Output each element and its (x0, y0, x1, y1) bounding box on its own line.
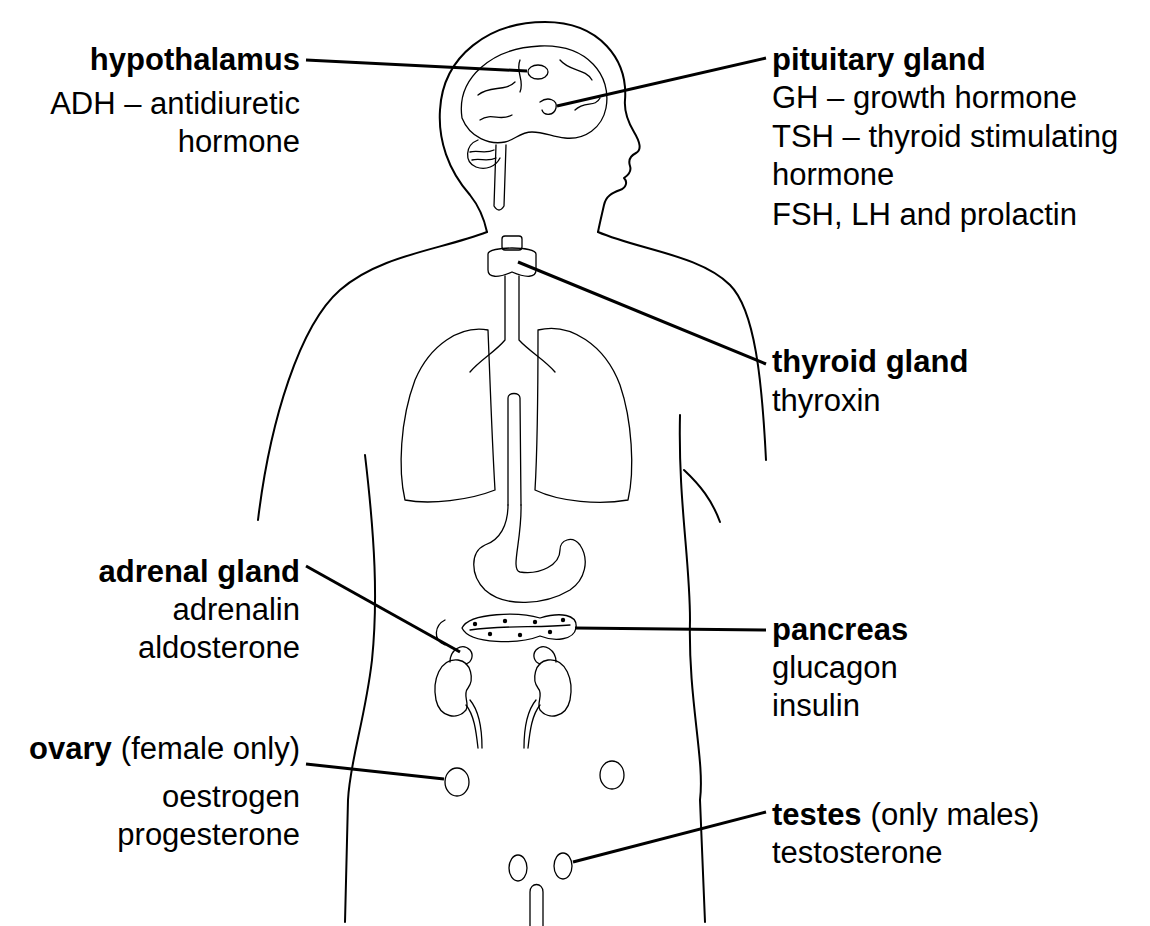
gland-name: pancreas (772, 611, 908, 649)
gland-name: ovary (29, 730, 112, 768)
ureter (466, 700, 482, 748)
pancreas-dot (518, 633, 522, 637)
hormone-name: progesterone (117, 816, 300, 854)
stomach (474, 505, 585, 602)
pancreas-dot (503, 619, 507, 623)
hormone-name: testosterone (772, 834, 943, 872)
gland-name: hypothalamus (90, 41, 300, 79)
kidney (435, 660, 471, 716)
arm-outline (684, 470, 720, 522)
thyroid-organ (488, 248, 536, 276)
leader-line (575, 628, 766, 630)
hormone-name: oestrogen (162, 778, 300, 816)
gland-name: testes (772, 796, 862, 834)
hypothalamus-organ (528, 65, 548, 79)
gland-name: thyroid gland (772, 343, 968, 381)
leader-line (306, 566, 460, 652)
ovary-organ (445, 768, 469, 796)
lung (401, 329, 495, 502)
testis-organ (554, 853, 572, 879)
torso-outline (680, 415, 705, 922)
testis-organ (509, 855, 527, 881)
trachea (470, 276, 555, 372)
hormone-name: GH – growth hormone (772, 79, 1077, 117)
spinal-cord (494, 145, 506, 210)
gland-name: adrenal gland (98, 553, 300, 591)
hormone-name: insulin (772, 687, 860, 725)
gland-name: pituitary gland (772, 41, 986, 79)
adrenal-organ (534, 647, 556, 664)
leader-line (573, 812, 766, 862)
ovary-organ (600, 761, 624, 789)
torso-outline (345, 455, 375, 922)
hormone-name: thyroxin (772, 382, 881, 420)
hormone-name: TSH – thyroid stimulating hormone (772, 118, 1140, 194)
pancreas-dot (488, 632, 492, 636)
ureter (524, 700, 540, 748)
shoulder-outline (598, 232, 766, 460)
hormone-name: aldosterone (138, 629, 300, 667)
oesophagus (508, 394, 521, 506)
pancreas-organ (462, 614, 576, 641)
leader-line (557, 58, 766, 106)
penis-outline (530, 885, 543, 926)
sex-note: (female only) (121, 730, 300, 768)
brain-outline (461, 46, 607, 143)
kidney (535, 660, 571, 716)
pituitary-organ (540, 99, 556, 114)
hormone-name: adrenalin (172, 591, 300, 629)
pancreatic-duct (470, 625, 570, 630)
hormone-name: glucagon (772, 649, 898, 687)
lung (535, 328, 632, 502)
pancreas-dot (561, 618, 565, 622)
leader-line (306, 764, 444, 779)
pancreas-dot (548, 630, 552, 634)
head-outline (440, 22, 640, 232)
shoulder-outline (258, 232, 487, 520)
sex-note: (only males) (871, 796, 1040, 834)
hormone-name: ADH – antidiuretic hormone (10, 85, 300, 161)
leader-line (306, 60, 527, 71)
pancreas-dot (533, 620, 537, 624)
hormone-name: FSH, LH and prolactin (772, 196, 1077, 234)
pancreas-dot (473, 622, 477, 626)
leader-line (518, 262, 766, 364)
